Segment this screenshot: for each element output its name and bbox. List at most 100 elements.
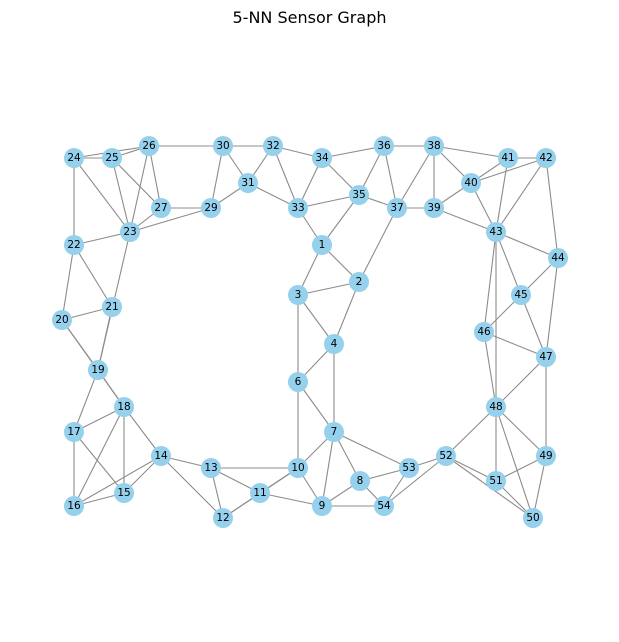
node-circle-31 [238,173,258,193]
node-circle-53 [399,458,419,478]
node-label-37: 37 [390,202,403,214]
graph-node: 31 [238,173,258,193]
graph-node: 33 [288,198,308,218]
node-circle-4 [324,334,344,354]
edge-23-26 [129,145,150,233]
node-label-13: 13 [204,462,217,474]
graph-node: 19 [88,360,108,380]
edge-46-48 [483,331,497,408]
graph-node: 42 [536,148,556,168]
edge-43-45 [495,231,522,296]
node-circle-15 [114,483,134,503]
graph-node: 46 [474,322,494,342]
node-label-50: 50 [526,512,539,524]
edge-38-41 [433,145,509,159]
edge-47-48 [495,356,547,408]
edge-20-22 [61,244,75,321]
edge-2-4 [333,281,360,345]
edge-23-25 [111,157,131,233]
edge-49-50 [532,455,547,519]
graph-node: 34 [312,148,332,168]
edge-25-27 [111,157,162,209]
node-circle-48 [486,397,506,417]
node-label-48: 48 [489,401,502,413]
node-circle-22 [64,235,84,255]
node-label-29: 29 [204,202,217,214]
graph-node: 41 [498,148,518,168]
edge-9-11 [259,492,323,507]
graph-node: 21 [102,297,122,317]
edge-52-54 [383,455,447,507]
edge-1-35 [321,194,360,246]
node-label-15: 15 [117,487,130,499]
edge-48-52 [445,406,497,457]
node-circle-24 [64,148,84,168]
node-label-23: 23 [123,226,136,238]
node-circle-54 [374,496,394,516]
graph-node: 51 [486,471,506,491]
node-label-1: 1 [319,239,326,251]
graph-node: 9 [312,496,332,516]
node-circle-1 [312,235,332,255]
edge-46-47 [483,331,547,358]
node-label-14: 14 [154,450,168,462]
node-label-22: 22 [67,239,80,251]
node-circle-33 [288,198,308,218]
node-circle-18 [114,397,134,417]
node-label-54: 54 [377,500,391,512]
node-circle-46 [474,322,494,342]
node-circle-20 [52,310,72,330]
node-circle-32 [263,136,283,156]
edge-34-36 [321,145,385,159]
graph-node: 2 [349,272,369,292]
node-circle-34 [312,148,332,168]
edge-29-30 [210,145,224,209]
node-circle-45 [511,285,531,305]
node-label-31: 31 [241,177,254,189]
node-circle-23 [120,222,140,242]
graph-node: 27 [151,198,171,218]
node-label-45: 45 [514,289,527,301]
node-circle-6 [288,372,308,392]
node-circle-30 [213,136,233,156]
node-label-40: 40 [464,177,477,189]
node-circle-27 [151,198,171,218]
node-label-38: 38 [427,140,440,152]
edge-23-29 [129,207,212,233]
node-circle-12 [213,508,233,528]
node-circle-39 [424,198,444,218]
node-label-10: 10 [291,462,304,474]
graph-node: 4 [324,334,344,354]
node-label-7: 7 [331,426,338,438]
node-label-43: 43 [489,226,502,238]
edge-44-47 [545,257,559,358]
node-circle-42 [536,148,556,168]
edge-48-49 [495,406,547,457]
edge-36-37 [383,145,398,209]
node-circle-29 [201,198,221,218]
chart-title: 5-NN Sensor Graph [233,8,387,27]
graph-node: 25 [102,148,122,168]
edge-21-22 [73,244,113,308]
node-circle-21 [102,297,122,317]
graph-node: 23 [120,222,140,242]
node-label-25: 25 [105,152,118,164]
graph-node: 3 [288,285,308,305]
graph-node: 14 [151,446,171,466]
node-label-36: 36 [377,140,391,152]
edge-3-4 [297,294,335,345]
node-circle-50 [523,508,543,528]
node-label-8: 8 [357,475,364,487]
node-label-20: 20 [55,314,68,326]
node-label-6: 6 [295,376,302,388]
edge-48-50 [495,406,534,519]
node-label-52: 52 [439,450,452,462]
graph-node: 37 [387,198,407,218]
graph-node: 39 [424,198,444,218]
node-label-39: 39 [427,202,440,214]
graph-node: 7 [324,422,344,442]
graph-node: 45 [511,285,531,305]
node-label-3: 3 [295,289,302,301]
graph-node: 53 [399,458,419,478]
